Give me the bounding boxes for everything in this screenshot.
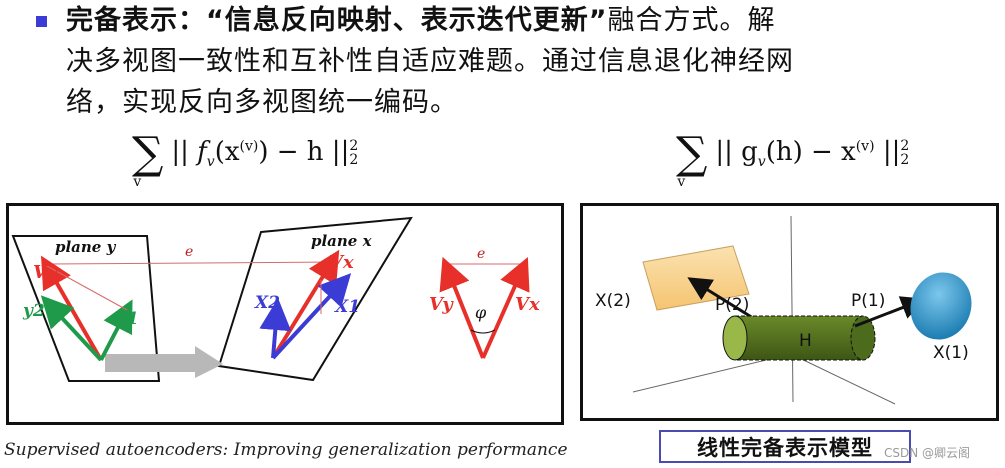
paragraph-line3: 络，实现反向多视图统一编码。 [66, 87, 458, 118]
plane-x-shape [217, 216, 413, 382]
h-cylinder-end-right [850, 315, 876, 361]
vx-label: Vx [329, 252, 354, 273]
p1-label: P(1) [851, 291, 885, 311]
axis-vertical [790, 215, 794, 403]
h-cylinder-body [734, 315, 864, 361]
vx-arrow [271, 249, 340, 360]
e-label-left: e [185, 244, 193, 260]
p1-arrow [854, 296, 926, 328]
y2-label: y2 [22, 301, 45, 321]
view-x1-sphere [910, 272, 972, 340]
y2-arrow [40, 295, 103, 362]
watermark: CSDN @卿云阁 [884, 446, 971, 460]
model-label: 线性完备表示模型 [659, 430, 911, 463]
projection-arrow [105, 346, 223, 378]
x2-label: X2 [254, 293, 280, 313]
phi-label: φ [475, 303, 487, 322]
triangle-vx [481, 257, 530, 359]
vy-proj-line [46, 265, 128, 311]
p2-label: P(2) [715, 295, 749, 315]
paragraph-bold: 完备表示：“信息反向映射、表示迭代更新” [66, 5, 608, 36]
h-label: H [799, 331, 812, 351]
main-paragraph: 完备表示：“信息反向映射、表示迭代更新”融合方式。解 决多视图一致性和互补性自适… [66, 0, 986, 123]
e-label-right: e [477, 246, 485, 262]
x1-label: X(1) [933, 343, 969, 363]
phi-arc [470, 329, 496, 334]
left-diagram-svg: e plane y Vy y2 y1 plane x Vx X2 X1 e φ … [11, 216, 540, 382]
vy-label: Vy [33, 262, 58, 283]
h-cylinder-end-left [722, 315, 748, 361]
triangle-vy-label: Vy [429, 294, 454, 315]
x2-label: X(2) [595, 291, 631, 311]
paragraph-line1-rest: 融合方式。解 [607, 5, 776, 36]
paragraph-line2: 决多视图一致性和互补性自适应难题。通过信息退化神经网 [66, 46, 794, 77]
x2-arrow [259, 298, 292, 359]
right-diagram-panel: H X(2) P(2) P(1) X(1) [580, 203, 999, 421]
plane-y-shape [11, 235, 161, 382]
axis-right [790, 353, 896, 405]
y1-arrow [99, 299, 133, 361]
caption: Supervised autoencoders: Improving gener… [4, 440, 568, 460]
x1-label: X1 [334, 297, 360, 317]
y1-label: y1 [116, 309, 139, 329]
triangle-vy [439, 256, 485, 359]
bullet-marker [36, 16, 47, 27]
p2-arrow [687, 277, 754, 320]
plane-y-label: plane y [55, 238, 117, 256]
x1-arrow [271, 273, 352, 360]
right-diagram-svg: H X(2) P(2) P(1) X(1) [595, 215, 972, 405]
triangle-vx-label: Vx [515, 294, 540, 315]
plane-x-label: plane x [311, 232, 373, 250]
e-line [48, 261, 338, 265]
left-diagram-panel: e plane y Vy y2 y1 plane x Vx X2 X1 e φ … [6, 203, 564, 425]
